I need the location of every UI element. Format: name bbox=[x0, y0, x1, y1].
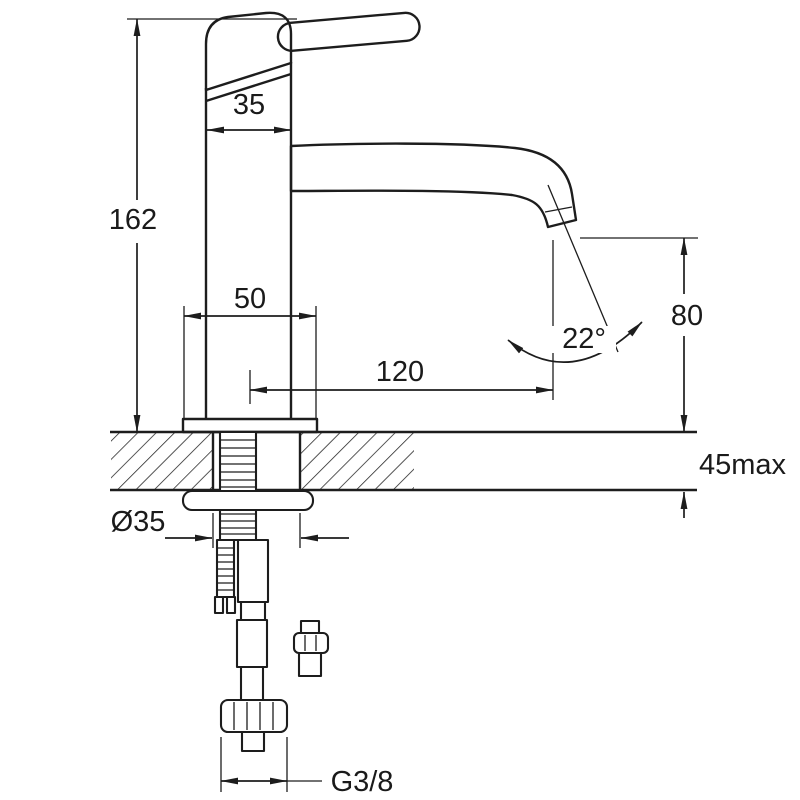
label-mask bbox=[552, 326, 616, 353]
faucet-cap-seam bbox=[205, 72, 292, 103]
dim-label-counter-thickness: 45max bbox=[699, 449, 787, 481]
faucet bbox=[181, 11, 578, 434]
hose-connector bbox=[239, 600, 267, 622]
countertop bbox=[110, 430, 697, 492]
dim-label-body-diameter: 35 bbox=[233, 89, 265, 121]
side-fitting-facets bbox=[304, 635, 317, 651]
dim-label-total-height: 162 bbox=[109, 204, 157, 236]
supply-hose-upper bbox=[236, 538, 270, 604]
connection-nut-facets bbox=[233, 702, 274, 730]
mounting-hardware bbox=[181, 430, 330, 753]
faucet-handle-lever bbox=[276, 11, 421, 52]
dim-label-connection-thread: G3/8 bbox=[331, 766, 394, 798]
countertop-hatch-left bbox=[111, 433, 212, 489]
hose-end-tube bbox=[239, 665, 265, 702]
connection-nut bbox=[219, 698, 289, 734]
dimensions: 35 162 50 120 22° 80 45max Ø35 bbox=[109, 18, 787, 798]
faucet-spout bbox=[289, 142, 578, 229]
spout-angle-arc bbox=[507, 321, 643, 363]
stud-thread-marks bbox=[217, 547, 234, 591]
dim-label-spout-angle: 22° bbox=[562, 323, 606, 355]
dim-label-spout-reach: 120 bbox=[376, 356, 424, 388]
connection-tail bbox=[240, 730, 266, 753]
stud-fork-left bbox=[213, 595, 225, 615]
side-fitting-nut bbox=[292, 631, 330, 655]
supply-hose-lower bbox=[235, 618, 269, 669]
shank-thread-marks bbox=[220, 439, 256, 535]
faucet-handle-cap bbox=[204, 11, 293, 92]
countertop-hatch-right bbox=[301, 433, 414, 489]
side-fitting-tube-bottom bbox=[297, 651, 323, 678]
dim-label-spout-height: 80 bbox=[671, 300, 703, 332]
base-flange bbox=[181, 417, 319, 434]
threaded-shank bbox=[218, 430, 258, 542]
dim-label-hole-diameter: Ø35 bbox=[111, 506, 166, 538]
stud-fork-right bbox=[225, 595, 237, 615]
dim-label-base-diameter: 50 bbox=[234, 283, 266, 315]
mounting-washer bbox=[181, 489, 315, 512]
